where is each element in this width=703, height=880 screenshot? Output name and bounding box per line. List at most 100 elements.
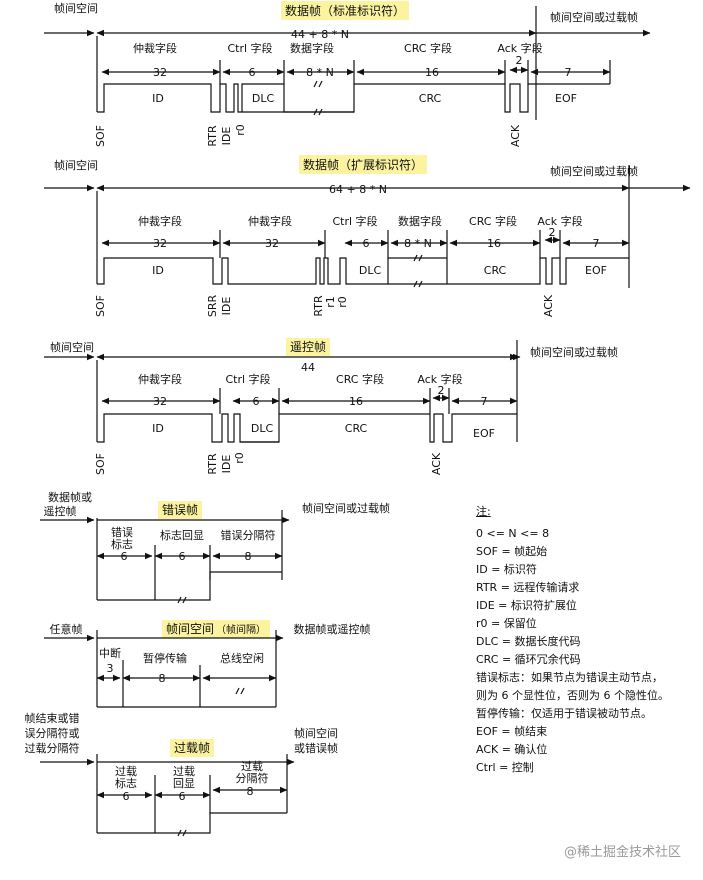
break-mark [240, 687, 245, 695]
right-label: 帧间空间 [294, 726, 338, 740]
note-line: SOF = 帧起始 [476, 545, 548, 558]
field-label: CRC 字段 [336, 372, 384, 386]
bit-count: 3 [107, 662, 114, 675]
bit-count: 8 * N [404, 237, 432, 250]
watermark: @稀土掘金技术社区 [563, 845, 681, 860]
break-mark [413, 280, 418, 288]
break-mark [182, 596, 187, 604]
bit-count: 32 [153, 237, 167, 250]
bit-count: 32 [153, 395, 167, 408]
title-highlight [157, 501, 203, 519]
left-label: 误分隔符或 [25, 727, 80, 740]
bit-count: 16 [349, 395, 363, 408]
id-box-label: ID [152, 264, 164, 277]
bit-count: 8 * N [306, 66, 334, 79]
dlc-box-label: DLC [252, 92, 275, 105]
vertical-label: SOF [94, 125, 107, 147]
field-label: 错误分隔符 [221, 528, 276, 542]
frame-title: 错误帧 [162, 503, 198, 517]
vertical-label: SOF [94, 453, 107, 475]
bit-count: 2 [516, 54, 523, 67]
note-line: RTR = 远程传输请求 [476, 581, 580, 594]
field-label: 回显 [173, 777, 195, 790]
frame-signal [97, 812, 287, 834]
field-label: 标志 [111, 537, 133, 551]
field-label: 仲裁字段 [248, 214, 292, 228]
crc-box-label: CRC [345, 422, 368, 435]
note-line: r0 = 保留位 [476, 617, 537, 630]
field-label: 标志 [115, 776, 137, 790]
note-line: 则为 6 个显性位，否则为 6 个隐性位。 [476, 689, 669, 702]
bit-count: 6 [249, 66, 256, 79]
vertical-label: r0 [233, 452, 246, 464]
note-line: ACK = 确认位 [476, 743, 548, 756]
left-label: 任意帧 [50, 622, 83, 636]
vertical-label: r0 [234, 124, 247, 136]
bit-count: 6 [179, 550, 186, 563]
field-label: 中断 [99, 646, 121, 660]
field-label: Ack 字段 [417, 372, 462, 386]
break-mark [177, 596, 182, 604]
bit-count: 8 [159, 672, 166, 685]
break-mark [182, 829, 187, 837]
field-label: CRC 字段 [469, 214, 517, 228]
right-label: 帧间空间或过载帧 [550, 10, 638, 24]
break-mark [418, 254, 423, 262]
note-line: 0 <= N <= 8 [476, 527, 550, 540]
notes-panel: 注: 0 <= N <= 8 SOF = 帧起始 ID = 标识符 RTR = … [476, 503, 701, 777]
id-box-label: ID [152, 422, 164, 435]
left-label: 数据帧或 [48, 490, 92, 504]
field-label: 仲裁字段 [138, 214, 182, 228]
vertical-label: r1 [324, 296, 337, 308]
field-label: 仲裁字段 [138, 372, 182, 386]
field-label: 暂停传输 [143, 651, 187, 665]
id-box-label: ID [152, 92, 164, 105]
field-label: Ctrl 字段 [332, 214, 377, 228]
eof-box-label: EOF [585, 264, 607, 277]
right-label: 或错误帧 [294, 741, 338, 755]
field-label: 数据字段 [398, 214, 442, 228]
frame-title: 帧间空间 [166, 622, 214, 636]
field-label: 分隔符 [236, 772, 269, 785]
bit-count: 7 [565, 66, 572, 79]
field-label: 总线空闲 [220, 651, 264, 665]
bit-count: 7 [481, 395, 488, 408]
note-line: ID = 标识符 [476, 563, 537, 576]
frame-signal [97, 83, 610, 113]
vertical-label: r0 [336, 296, 349, 308]
vertical-label: SRR [206, 295, 219, 318]
field-label: 过载 [115, 765, 137, 778]
bit-count: 16 [487, 237, 501, 250]
break-mark [313, 108, 318, 116]
frame-title-sub: （帧间隔） [216, 623, 266, 636]
dlc-box-label: DLC [251, 422, 274, 435]
field-label: 错误 [111, 525, 133, 539]
bit-count: 16 [425, 66, 439, 79]
note-line: Ctrl = 控制 [476, 761, 534, 774]
title-highlight [169, 739, 215, 757]
vertical-label: ACK [509, 124, 522, 147]
right-label: 数据帧或遥控帧 [294, 622, 371, 636]
field-label: 数据字段 [290, 41, 334, 55]
bit-count: 2 [549, 226, 556, 239]
note-line: CRC = 循环冗余代码 [476, 653, 581, 666]
vertical-label: IDE [220, 127, 233, 146]
frame-title: 过载帧 [174, 741, 210, 755]
field-label: Ctrl 字段 [225, 372, 270, 386]
note-line: 错误标志：如果节点为错误主动节点， [476, 671, 663, 684]
frame-signal [97, 413, 517, 443]
left-label: 帧间空间 [54, 158, 98, 172]
title-highlight [285, 338, 331, 356]
note-line: IDE = 标识符扩展位 [476, 599, 577, 612]
bit-count: 8 [247, 785, 254, 798]
right-label: 帧间空间或过载帧 [302, 501, 390, 515]
title-highlight [161, 620, 271, 638]
field-label: Ctrl 字段 [227, 41, 272, 55]
note-line: DLC = 数据长度代码 [476, 635, 581, 648]
total-length: 64 + 8 * N [329, 183, 387, 196]
left-label: 遥控帧 [44, 504, 77, 518]
note-line: EOF = 帧结束 [476, 725, 548, 738]
left-label: 帧结束或错 [25, 711, 80, 725]
break-mark [313, 80, 318, 88]
dlc-box-label: DLC [359, 264, 382, 277]
